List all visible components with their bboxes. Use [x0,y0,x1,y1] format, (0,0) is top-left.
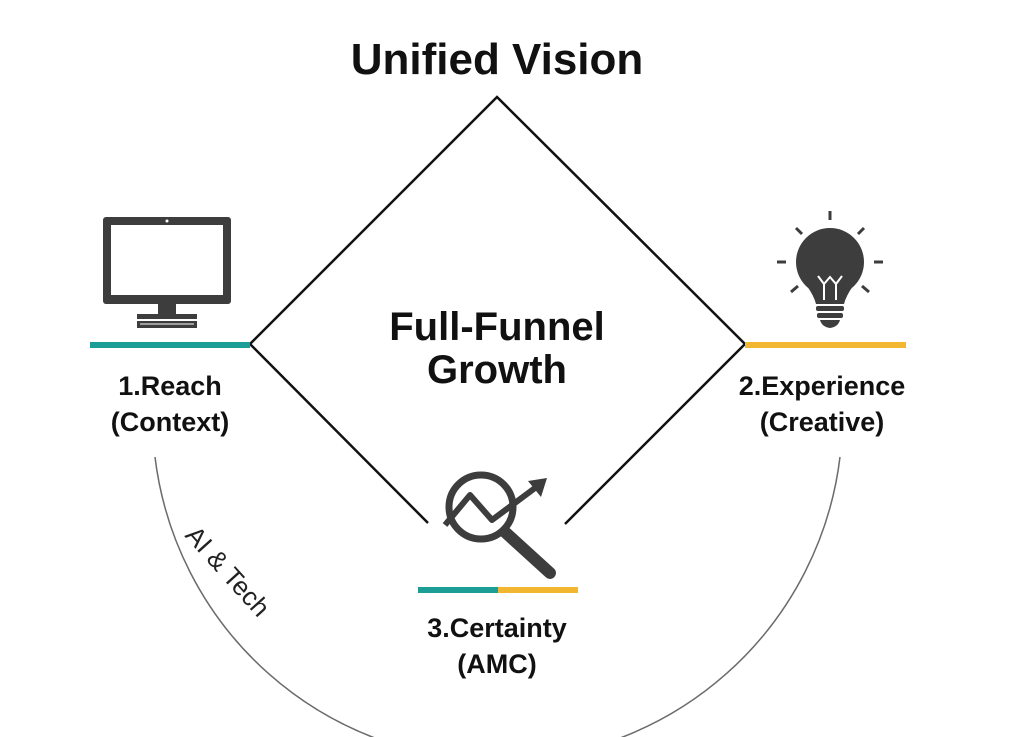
certainty-node-label: 3.Certainty (AMC) [382,610,612,682]
center-label-line1: Full-Funnel [389,305,605,349]
diamond-lower-left [249,343,429,524]
certainty-label-line1: 3.Certainty [427,613,567,643]
experience-node-label: 2.Experience (Creative) [712,368,932,440]
certainty-label-line2: (AMC) [457,649,537,679]
reach-label-line1: 1.Reach [118,371,222,401]
lightbulb-icon [777,211,883,328]
experience-label-line1: 2.Experience [738,371,906,401]
reach-label-line2: (Context) [110,407,230,437]
reach-node-label: 1.Reach (Context) [60,368,280,440]
center-label-line2: Growth [427,348,567,392]
monitor-icon [103,217,231,328]
bottom-arc [154,456,841,737]
center-label: Full-Funnel Growth [332,306,662,392]
experience-label-line2: (Creative) [759,407,885,437]
magnifier-trend-icon [442,471,556,579]
diamond-lower-right [564,343,746,525]
diagram-title: Unified Vision [350,35,644,84]
diamond-upper [249,95,746,345]
